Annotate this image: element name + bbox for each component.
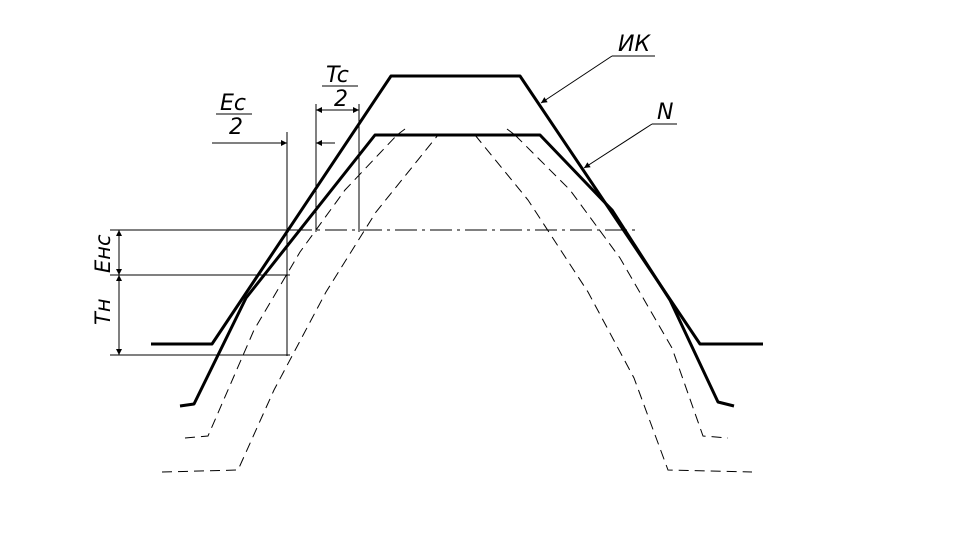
tn-label: Tн [91, 298, 115, 325]
n-label: N [657, 100, 673, 125]
dashed-profile-inner [184, 134, 729, 439]
n-leader [583, 123, 677, 169]
ik-leader [540, 55, 655, 104]
ec-label-denominator: 2 [229, 115, 243, 140]
n-profile [179, 133, 735, 408]
dashed-connectors [396, 128, 516, 136]
ik-label: ИК [618, 32, 651, 57]
enc-label: Енс [91, 234, 115, 273]
ec-half-dimension [212, 113, 335, 146]
tc-label-denominator: 2 [334, 87, 348, 112]
extension-lines [110, 104, 360, 356]
ik-profile [151, 74, 763, 346]
dashed-profile-outer [161, 134, 753, 473]
tc-half-dimension [316, 85, 359, 113]
ec-label-numerator: Ec [220, 91, 246, 116]
tc-label-numerator: Tc [326, 63, 349, 88]
